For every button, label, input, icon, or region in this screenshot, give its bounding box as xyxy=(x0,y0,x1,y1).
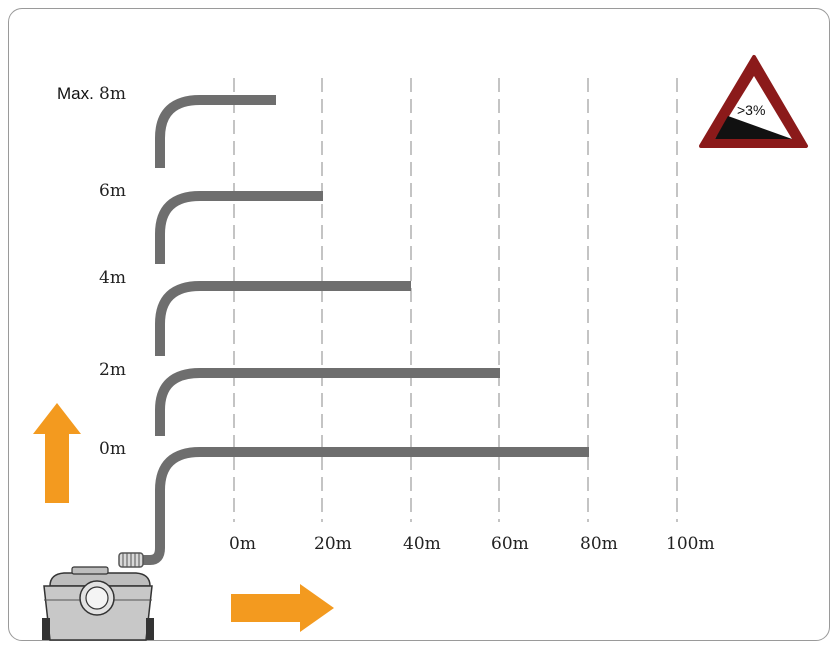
macerator-pump-icon xyxy=(42,552,154,641)
distance-label-0m: 0m xyxy=(229,534,256,554)
diagram-frame xyxy=(8,8,830,641)
pipe-4m xyxy=(155,281,411,356)
pipe-0m xyxy=(142,447,589,565)
pipe-8m xyxy=(155,95,276,168)
height-label-6m: 6m xyxy=(99,181,126,201)
distance-label-80m: 80m xyxy=(580,534,618,554)
height-label-max-prefix: Max. xyxy=(57,84,94,103)
distance-label-20m: 20m xyxy=(314,534,352,554)
distance-label-60m: 60m xyxy=(491,534,529,554)
up-arrow-icon xyxy=(33,403,81,503)
pipes xyxy=(142,95,589,565)
slope-sign-text: >3% xyxy=(737,102,765,118)
pipe-2m xyxy=(155,368,500,436)
height-label-0m: 0m xyxy=(99,439,126,459)
height-label-2m: 2m xyxy=(99,360,126,380)
distance-label-100m: 100m xyxy=(666,534,715,554)
pipe-6m xyxy=(155,191,323,264)
distance-label-40m: 40m xyxy=(403,534,441,554)
warning-triangle-icon: >3% xyxy=(699,55,808,148)
right-arrow-icon xyxy=(231,584,334,632)
height-label-4m: 4m xyxy=(99,268,126,288)
height-label-8m: 8m xyxy=(99,84,126,104)
